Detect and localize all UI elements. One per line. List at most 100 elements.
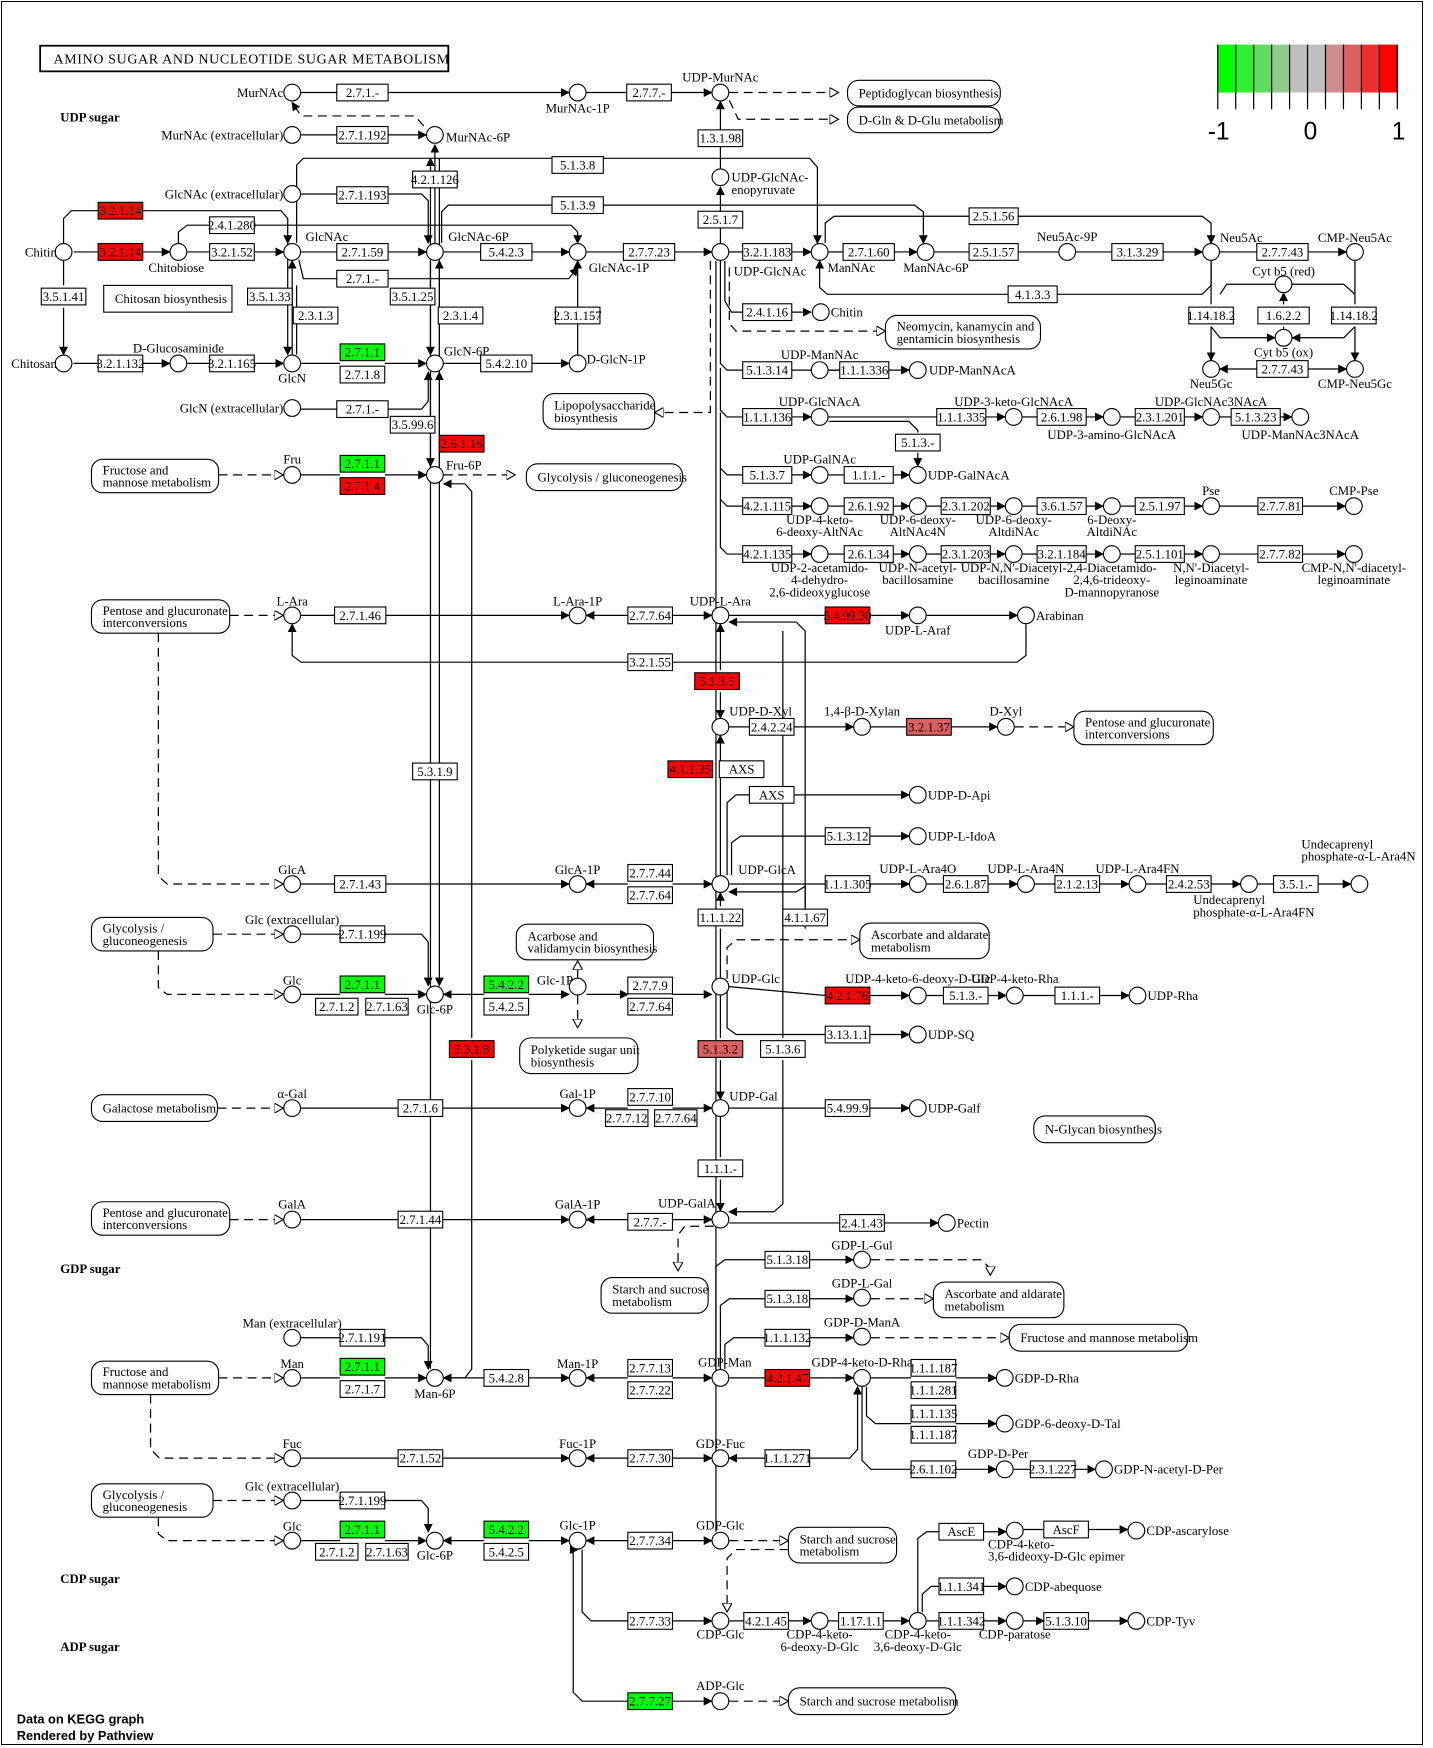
enzyme-box[interactable] — [40, 287, 87, 306]
compound-node[interactable] — [568, 875, 587, 893]
compound-node[interactable] — [1202, 243, 1221, 261]
enzyme-box[interactable] — [910, 1425, 957, 1444]
compound-CDPTyv[interactable]: CDP-Tyv — [1127, 1611, 1196, 1630]
compound-node[interactable] — [810, 1611, 829, 1630]
enzyme-5-4-2-5[interactable]: 5.4.2.5 — [483, 997, 530, 1016]
enzyme-4-2-1-47[interactable]: 4.2.1.47 — [764, 1368, 811, 1387]
enzyme-box[interactable] — [554, 306, 601, 325]
compound-node[interactable] — [1202, 545, 1221, 563]
map-link-dgln[interactable]: D-Gln & D-Glu metabolism — [846, 106, 1004, 134]
enzyme-2-7-1--[interactable]: 2.7.1.- — [336, 83, 389, 102]
enzyme-box[interactable] — [622, 243, 676, 261]
compound-GalA[interactable]: GalA — [278, 1197, 307, 1229]
enzyme-1-17-1-1[interactable]: 1.17.1.1 — [838, 1611, 884, 1630]
compound-Gal1P[interactable]: Gal-1P — [560, 1087, 596, 1118]
compound-Cytb5ox[interactable]: Cyt b5 (ox) — [1254, 328, 1313, 360]
enzyme-1-1-1-135[interactable]: 1.1.1.135 — [909, 1404, 957, 1423]
enzyme-2-1-2-13[interactable]: 2.1.2.13 — [1054, 875, 1101, 893]
map-box[interactable] — [90, 916, 214, 952]
compound-GDPNacetylDPer[interactable]: GDP-N-acetyl-D-Per — [1095, 1460, 1224, 1479]
compound-UDPGlcNAcA[interactable]: UDP-GlcNAcA — [779, 395, 862, 426]
compound-UDPLAra[interactable]: UDP-L-Ara — [690, 594, 752, 625]
enzyme-box[interactable] — [336, 400, 389, 419]
enzyme-2-7-7--[interactable]: 2.7.7.- — [626, 83, 672, 102]
enzyme-box[interactable] — [412, 762, 458, 781]
compound-Neu5Gc[interactable]: Neu5Gc — [1190, 360, 1233, 391]
enzyme-box[interactable] — [627, 653, 674, 672]
enzyme-2-7-1-199[interactable]: 2.7.1.199 — [338, 925, 386, 944]
compound-node[interactable] — [568, 1368, 587, 1387]
map-link-glycolysis3[interactable]: Glycolysis /gluconeogenesis — [90, 1483, 214, 1518]
enzyme-3-2-1-184[interactable]: 3.2.1.184 — [1036, 545, 1087, 563]
compound-UDPManNAc3NAcA[interactable]: UDP-ManNAc3NAcA — [1242, 408, 1360, 443]
compound-node[interactable] — [810, 465, 829, 484]
enzyme-4-2-1-76[interactable]: 4.2.1.76 — [824, 986, 871, 1005]
enzyme-box[interactable] — [315, 997, 359, 1016]
enzyme-3-5-99-6[interactable]: 3.5.99.6 — [389, 415, 436, 434]
compound-node[interactable] — [283, 1491, 302, 1510]
enzyme-3-5-1-25[interactable]: 3.5.1.25 — [389, 287, 436, 306]
enzyme-5-1-3-23[interactable]: 5.1.3.23 — [1230, 408, 1281, 426]
enzyme-box[interactable] — [742, 361, 793, 380]
compound-node[interactable] — [283, 1328, 302, 1347]
enzyme-2-6-1-87[interactable]: 2.6.1.87 — [942, 875, 989, 893]
map-link-starch3[interactable]: Starch and sucrose metabolism — [787, 1687, 959, 1716]
enzyme-5-1-3-2[interactable]: 5.1.3.2 — [697, 1040, 744, 1058]
compound-GlcN[interactable]: GlcN — [278, 354, 306, 385]
compound-MurNAc[interactable]: MurNAc — [237, 83, 302, 102]
enzyme-1-1-1-341[interactable]: 1.1.1.341 — [937, 1577, 985, 1596]
enzyme-5-4-2-2[interactable]: 5.4.2.2 — [483, 1520, 530, 1539]
enzyme-box[interactable] — [365, 1542, 409, 1561]
enzyme-2-4-2-53[interactable]: 2.4.2.53 — [1165, 875, 1212, 893]
map-box[interactable] — [519, 1037, 639, 1075]
enzyme-box[interactable] — [654, 1109, 698, 1128]
enzyme-2-7-7--[interactable]: 2.7.7.- — [627, 1212, 674, 1231]
compound-node[interactable] — [908, 986, 927, 1005]
enzyme-box[interactable] — [910, 1381, 957, 1400]
compound-Glc1P2[interactable]: Glc-1P — [560, 1519, 596, 1550]
compound-node[interactable] — [711, 977, 730, 996]
compound-Diacetamido[interactable]: 2,4-Diacetamido-2,4,6-trideoxy-D-mannopy… — [1064, 545, 1159, 600]
enzyme-box[interactable] — [1256, 243, 1309, 261]
enzyme-4-2-1-126[interactable]: 4.2.1.126 — [411, 170, 460, 189]
compound-node[interactable] — [283, 1210, 302, 1229]
compound-node[interactable] — [853, 1250, 871, 1269]
enzyme-AXS[interactable]: AXS — [748, 785, 795, 804]
compound-node[interactable] — [1346, 243, 1364, 261]
enzyme-box[interactable] — [1036, 497, 1087, 516]
enzyme-2-3-1-4[interactable]: 2.3.1.4 — [437, 306, 484, 325]
enzyme-5-4-2-2[interactable]: 5.4.2.2 — [483, 975, 530, 994]
compound-CMPNNLeg[interactable]: CMP-N,N'-diacetyl-leginoaminate — [1302, 545, 1406, 587]
enzyme-1-1-1-132[interactable]: 1.1.1.132 — [763, 1328, 811, 1347]
enzyme-box[interactable] — [1054, 875, 1101, 893]
enzyme-3-2-1-165[interactable]: 3.2.1.165 — [208, 354, 256, 373]
enzyme-2-6-1-102[interactable]: 2.6.1.102 — [909, 1460, 957, 1479]
enzyme-3-2-1-37[interactable]: 3.2.1.37 — [906, 717, 952, 736]
map-box[interactable] — [1073, 710, 1214, 746]
map-link-glycolysis2[interactable]: Glycolysis /gluconeogenesis — [90, 916, 214, 952]
enzyme-5-1-3-5[interactable]: 5.1.3.5 — [694, 672, 740, 691]
enzyme-2-7-1-2[interactable]: 2.7.1.2 — [315, 997, 359, 1016]
enzyme-box[interactable] — [627, 1381, 674, 1400]
enzyme-3-6-1-57[interactable]: 3.6.1.57 — [1036, 497, 1087, 516]
enzyme-box[interactable] — [743, 1611, 789, 1630]
enzyme-1-1-1-336[interactable]: 1.1.1.336 — [839, 361, 890, 380]
compound-UDP4keto[interactable]: UDP-4-keto-6-deoxy-AltNAc — [776, 497, 863, 539]
enzyme-1-3-1-98[interactable]: 1.3.1.98 — [697, 129, 744, 148]
enzyme-box[interactable] — [1036, 408, 1087, 426]
compound-node[interactable] — [908, 361, 927, 380]
enzyme-box[interactable] — [764, 1449, 811, 1468]
compound-LAra[interactable]: L-Ara — [277, 594, 309, 625]
compound-UDPDXyl[interactable]: UDP-D-Xyl — [711, 705, 792, 736]
enzyme-box[interactable] — [1029, 1460, 1076, 1479]
enzyme-2-7-7-10[interactable]: 2.7.7.10 — [627, 1088, 674, 1106]
compound-node[interactable] — [283, 465, 302, 484]
enzyme-box[interactable] — [1257, 306, 1310, 325]
enzyme-3-2-1-132[interactable]: 3.2.1.132 — [96, 354, 144, 373]
compound-UDPLAra4FN[interactable]: UDP-L-Ara4FN — [1095, 862, 1179, 893]
enzyme-box[interactable] — [339, 477, 386, 495]
enzyme-box[interactable] — [968, 243, 1019, 261]
